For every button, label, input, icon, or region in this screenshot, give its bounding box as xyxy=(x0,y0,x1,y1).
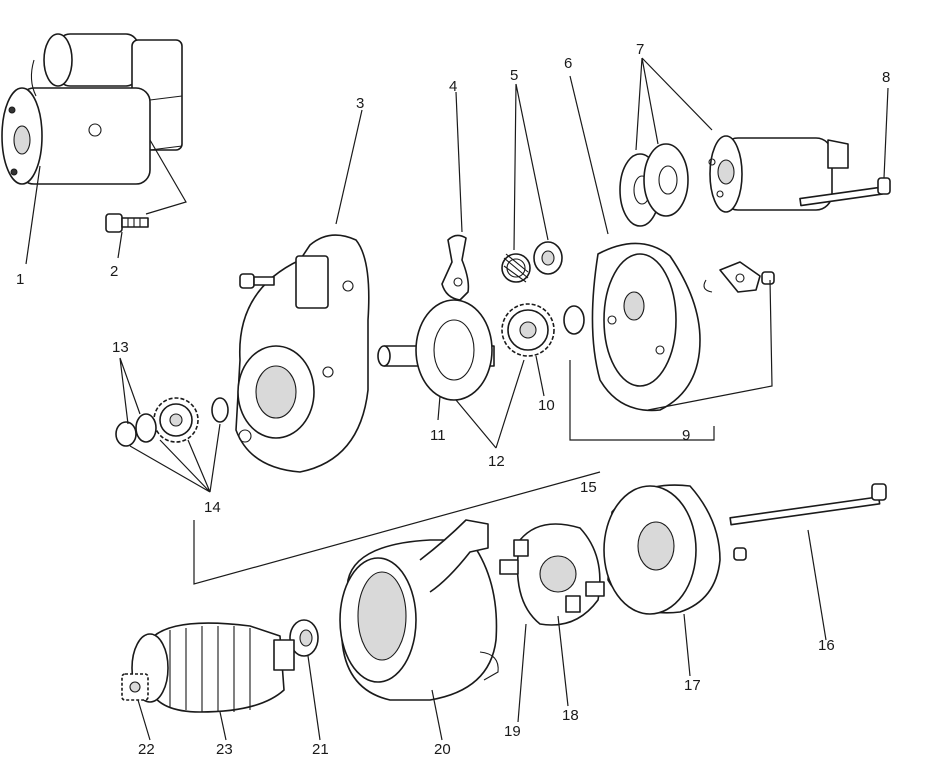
callout-23: 23 xyxy=(216,741,233,758)
field-frame xyxy=(339,519,499,701)
mounting-bolt xyxy=(105,213,149,233)
callout-16: 16 xyxy=(818,637,835,654)
callout-6: 6 xyxy=(564,55,572,72)
brush-holder xyxy=(499,523,605,626)
callout-21: 21 xyxy=(312,741,329,758)
shift-lever xyxy=(441,234,470,301)
solenoid-bolt xyxy=(799,177,891,207)
callout-22: 22 xyxy=(138,741,155,758)
callout-11: 11 xyxy=(430,427,446,444)
callout-2: 2 xyxy=(110,263,118,280)
callout-14: 14 xyxy=(204,499,221,516)
callout-19: 19 xyxy=(504,723,521,740)
callout-15: 15 xyxy=(580,479,597,496)
armature-pinion xyxy=(121,673,149,701)
callout-13: 13 xyxy=(112,339,129,356)
lever-spring xyxy=(501,253,531,283)
pinion-gear xyxy=(153,397,199,443)
end-cover xyxy=(603,484,721,615)
callout-5: 5 xyxy=(510,67,518,84)
drive-end-housing xyxy=(235,234,370,473)
spring-holder xyxy=(533,241,563,275)
pinion-shaft xyxy=(377,299,495,401)
starter-motor-assembly xyxy=(1,33,183,185)
callout-7: 7 xyxy=(636,41,644,58)
callout-1: 1 xyxy=(16,271,24,288)
callout-12: 12 xyxy=(488,453,505,470)
callout-10: 10 xyxy=(538,397,555,414)
intermediate-housing xyxy=(591,242,701,412)
callout-4: 4 xyxy=(449,78,457,95)
callout-3: 3 xyxy=(356,95,364,112)
solenoid-spacer-2 xyxy=(643,143,689,217)
leader-lines xyxy=(25,57,889,741)
callout-9: 9 xyxy=(682,427,690,444)
callout-20: 20 xyxy=(434,741,451,758)
armature-bearing xyxy=(289,619,319,657)
through-bolt xyxy=(729,483,887,561)
solenoid xyxy=(708,135,849,213)
callout-18: 18 xyxy=(562,707,579,724)
callout-17: 17 xyxy=(684,677,701,694)
bracket-plate xyxy=(703,261,775,293)
housing-screw xyxy=(239,273,275,289)
retaining-ring-left xyxy=(115,413,157,447)
retaining-ring-right xyxy=(211,397,229,423)
callout-8: 8 xyxy=(882,69,890,86)
callout-labels: 1 2 3 4 5 6 7 8 9 10 11 12 13 14 15 16 1… xyxy=(16,41,890,758)
reduction-gear xyxy=(501,303,585,357)
armature xyxy=(131,622,295,713)
